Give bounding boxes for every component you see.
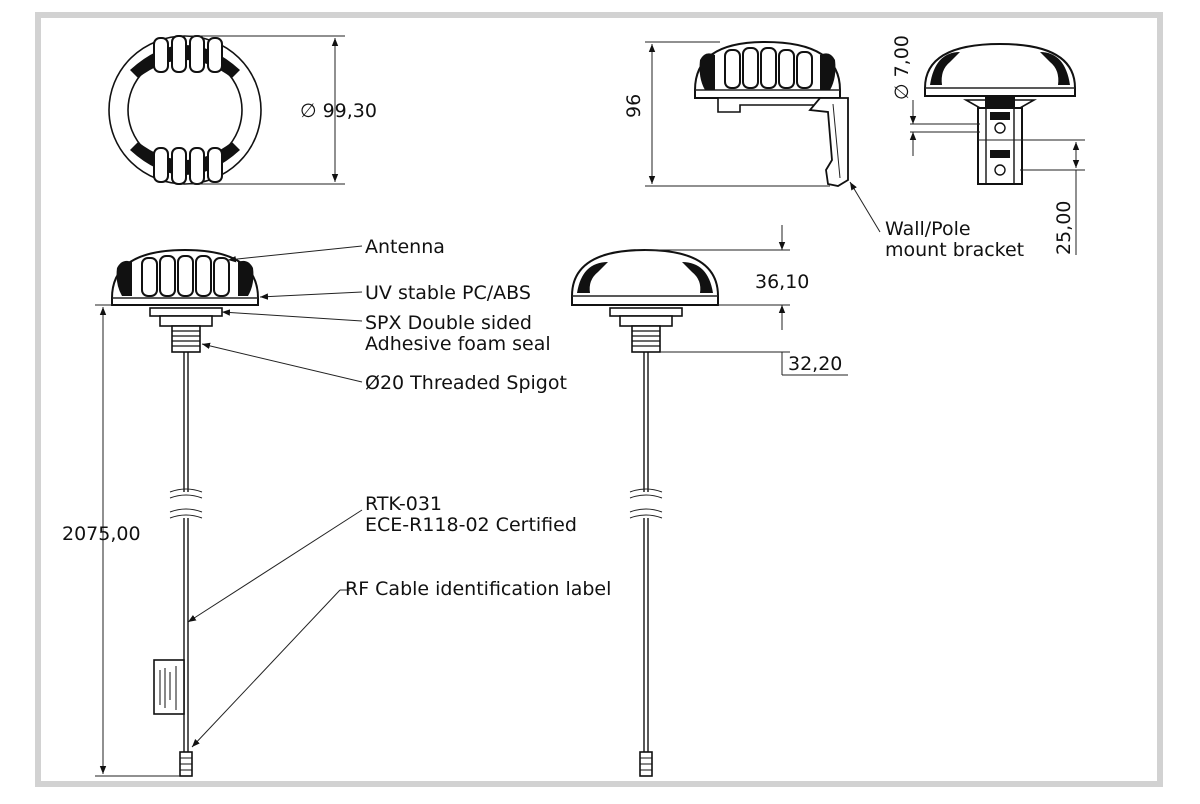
dim-bracket-diameter: ∅ 7,00 (891, 35, 913, 100)
callout-antenna: Antenna (365, 236, 445, 258)
callout-seal-line1: SPX Double sided (365, 312, 532, 334)
side-view-bracket (645, 40, 849, 187)
callout-spigot: Ø20 Threaded Spigot (365, 372, 567, 394)
dim-dome-height: 36,10 (755, 271, 809, 293)
dim-spigot-height: 32,20 (788, 353, 842, 375)
callout-rtk-line1: RTK-031 (365, 493, 442, 515)
callout-rf-label: RF Cable identification label (345, 578, 611, 600)
dim-top-diameter: ∅ 99,30 (300, 100, 377, 122)
callout-seal-line2: Adhesive foam seal (365, 333, 551, 355)
dim-side-height: 96 (623, 94, 645, 118)
callout-bracket-line1: Wall/Pole (885, 218, 971, 240)
dim-cable-length: 2075,00 (62, 523, 141, 545)
callout-uv-stable: UV stable PC/ABS (365, 282, 531, 304)
top-view (108, 35, 345, 185)
front-view-bracket (909, 42, 1085, 255)
callout-leaders (187, 245, 363, 748)
dim-bracket-depth: 25,00 (1053, 201, 1075, 255)
callout-rtk-line2: ECE-R118-02 Certified (365, 514, 577, 536)
right-antenna-assembly (571, 225, 848, 777)
left-antenna-assembly (95, 248, 259, 777)
callout-bracket-line2: mount bracket (885, 239, 1024, 261)
